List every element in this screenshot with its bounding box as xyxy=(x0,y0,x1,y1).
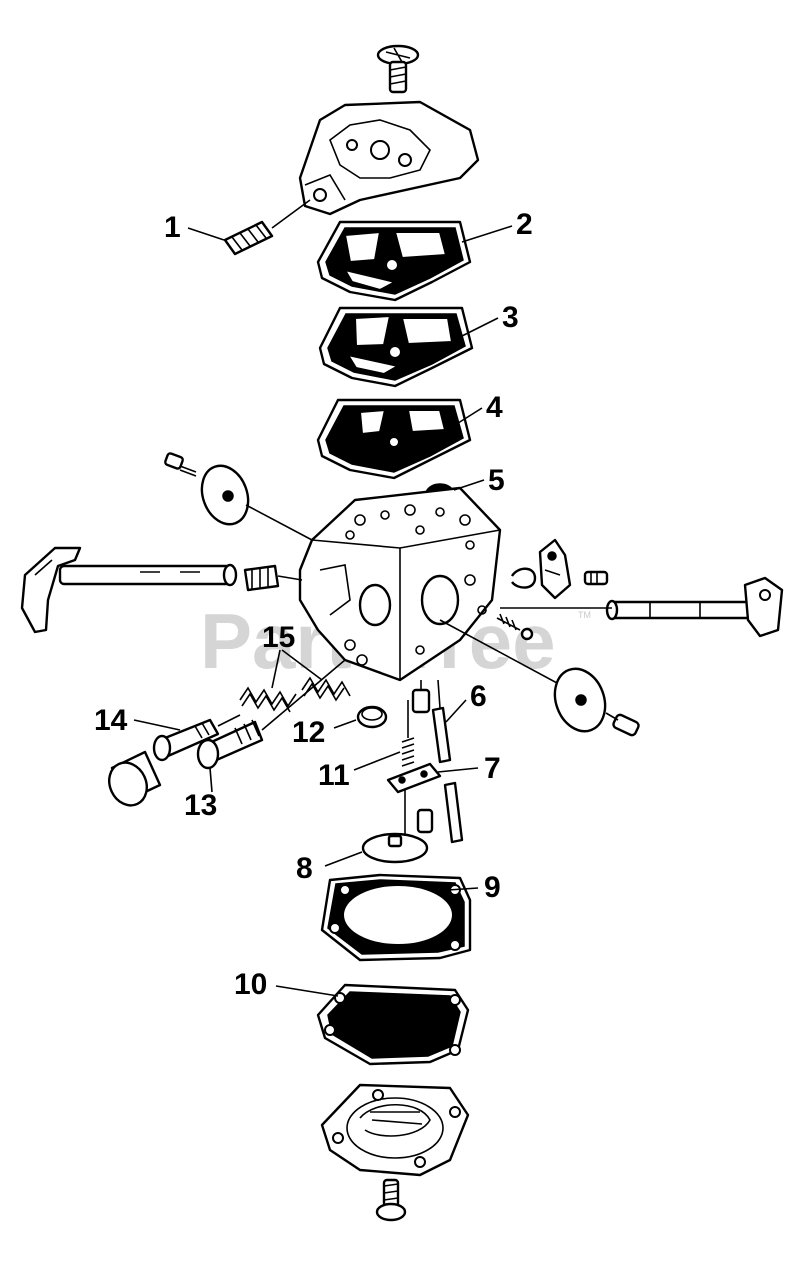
callout-10: 10 xyxy=(234,968,267,1001)
callout-7: 7 xyxy=(484,752,501,785)
part-12-cap xyxy=(356,705,388,729)
part-6-needle xyxy=(411,679,452,764)
limiter-cap xyxy=(108,750,162,807)
callout-3: 3 xyxy=(502,301,519,334)
callout-12: 12 xyxy=(292,716,325,749)
callout-14: 14 xyxy=(94,704,128,737)
callout-leaders xyxy=(133,225,513,997)
part-8-disc xyxy=(361,832,429,864)
callout-6: 6 xyxy=(470,680,487,713)
part-2-gasket xyxy=(316,220,472,302)
callout-2: 2 xyxy=(516,208,533,241)
part-13-screw xyxy=(196,659,346,770)
throttle-lever-shaft xyxy=(20,546,303,634)
part-7-lever xyxy=(386,762,464,844)
top-screw xyxy=(376,44,420,94)
callout-labels: 1 2 3 4 5 6 7 8 9 10 11 12 13 14 15 xyxy=(94,208,533,1001)
right-bracket-assembly xyxy=(510,538,609,600)
callout-13: 13 xyxy=(184,789,217,822)
right-disc-assembly xyxy=(439,619,640,737)
left-disc-assembly xyxy=(164,452,313,541)
part-10-diaphragm xyxy=(316,983,470,1066)
callout-11: 11 xyxy=(318,759,350,792)
choke-shaft xyxy=(500,576,784,638)
part-3-diaphragm xyxy=(318,306,474,388)
callout-15: 15 xyxy=(262,621,295,654)
metering-cover xyxy=(320,1083,470,1177)
callout-4: 4 xyxy=(486,391,503,424)
part-11-spring xyxy=(401,700,415,767)
pump-cover xyxy=(298,100,480,216)
part-9-gasket xyxy=(320,873,472,962)
idle-spring-screw xyxy=(496,613,534,641)
bottom-screw xyxy=(375,1178,407,1222)
part-4-diaphragm xyxy=(316,398,472,480)
part-15-springs xyxy=(239,676,351,713)
carburetor-body xyxy=(298,486,502,682)
callout-8: 8 xyxy=(296,852,313,885)
callout-1: 1 xyxy=(164,211,181,244)
part-1-fitting xyxy=(223,199,311,256)
callout-9: 9 xyxy=(484,871,501,904)
callout-5: 5 xyxy=(488,464,505,497)
watermark-tm: TM xyxy=(578,610,591,620)
part-14-screw xyxy=(152,714,241,762)
